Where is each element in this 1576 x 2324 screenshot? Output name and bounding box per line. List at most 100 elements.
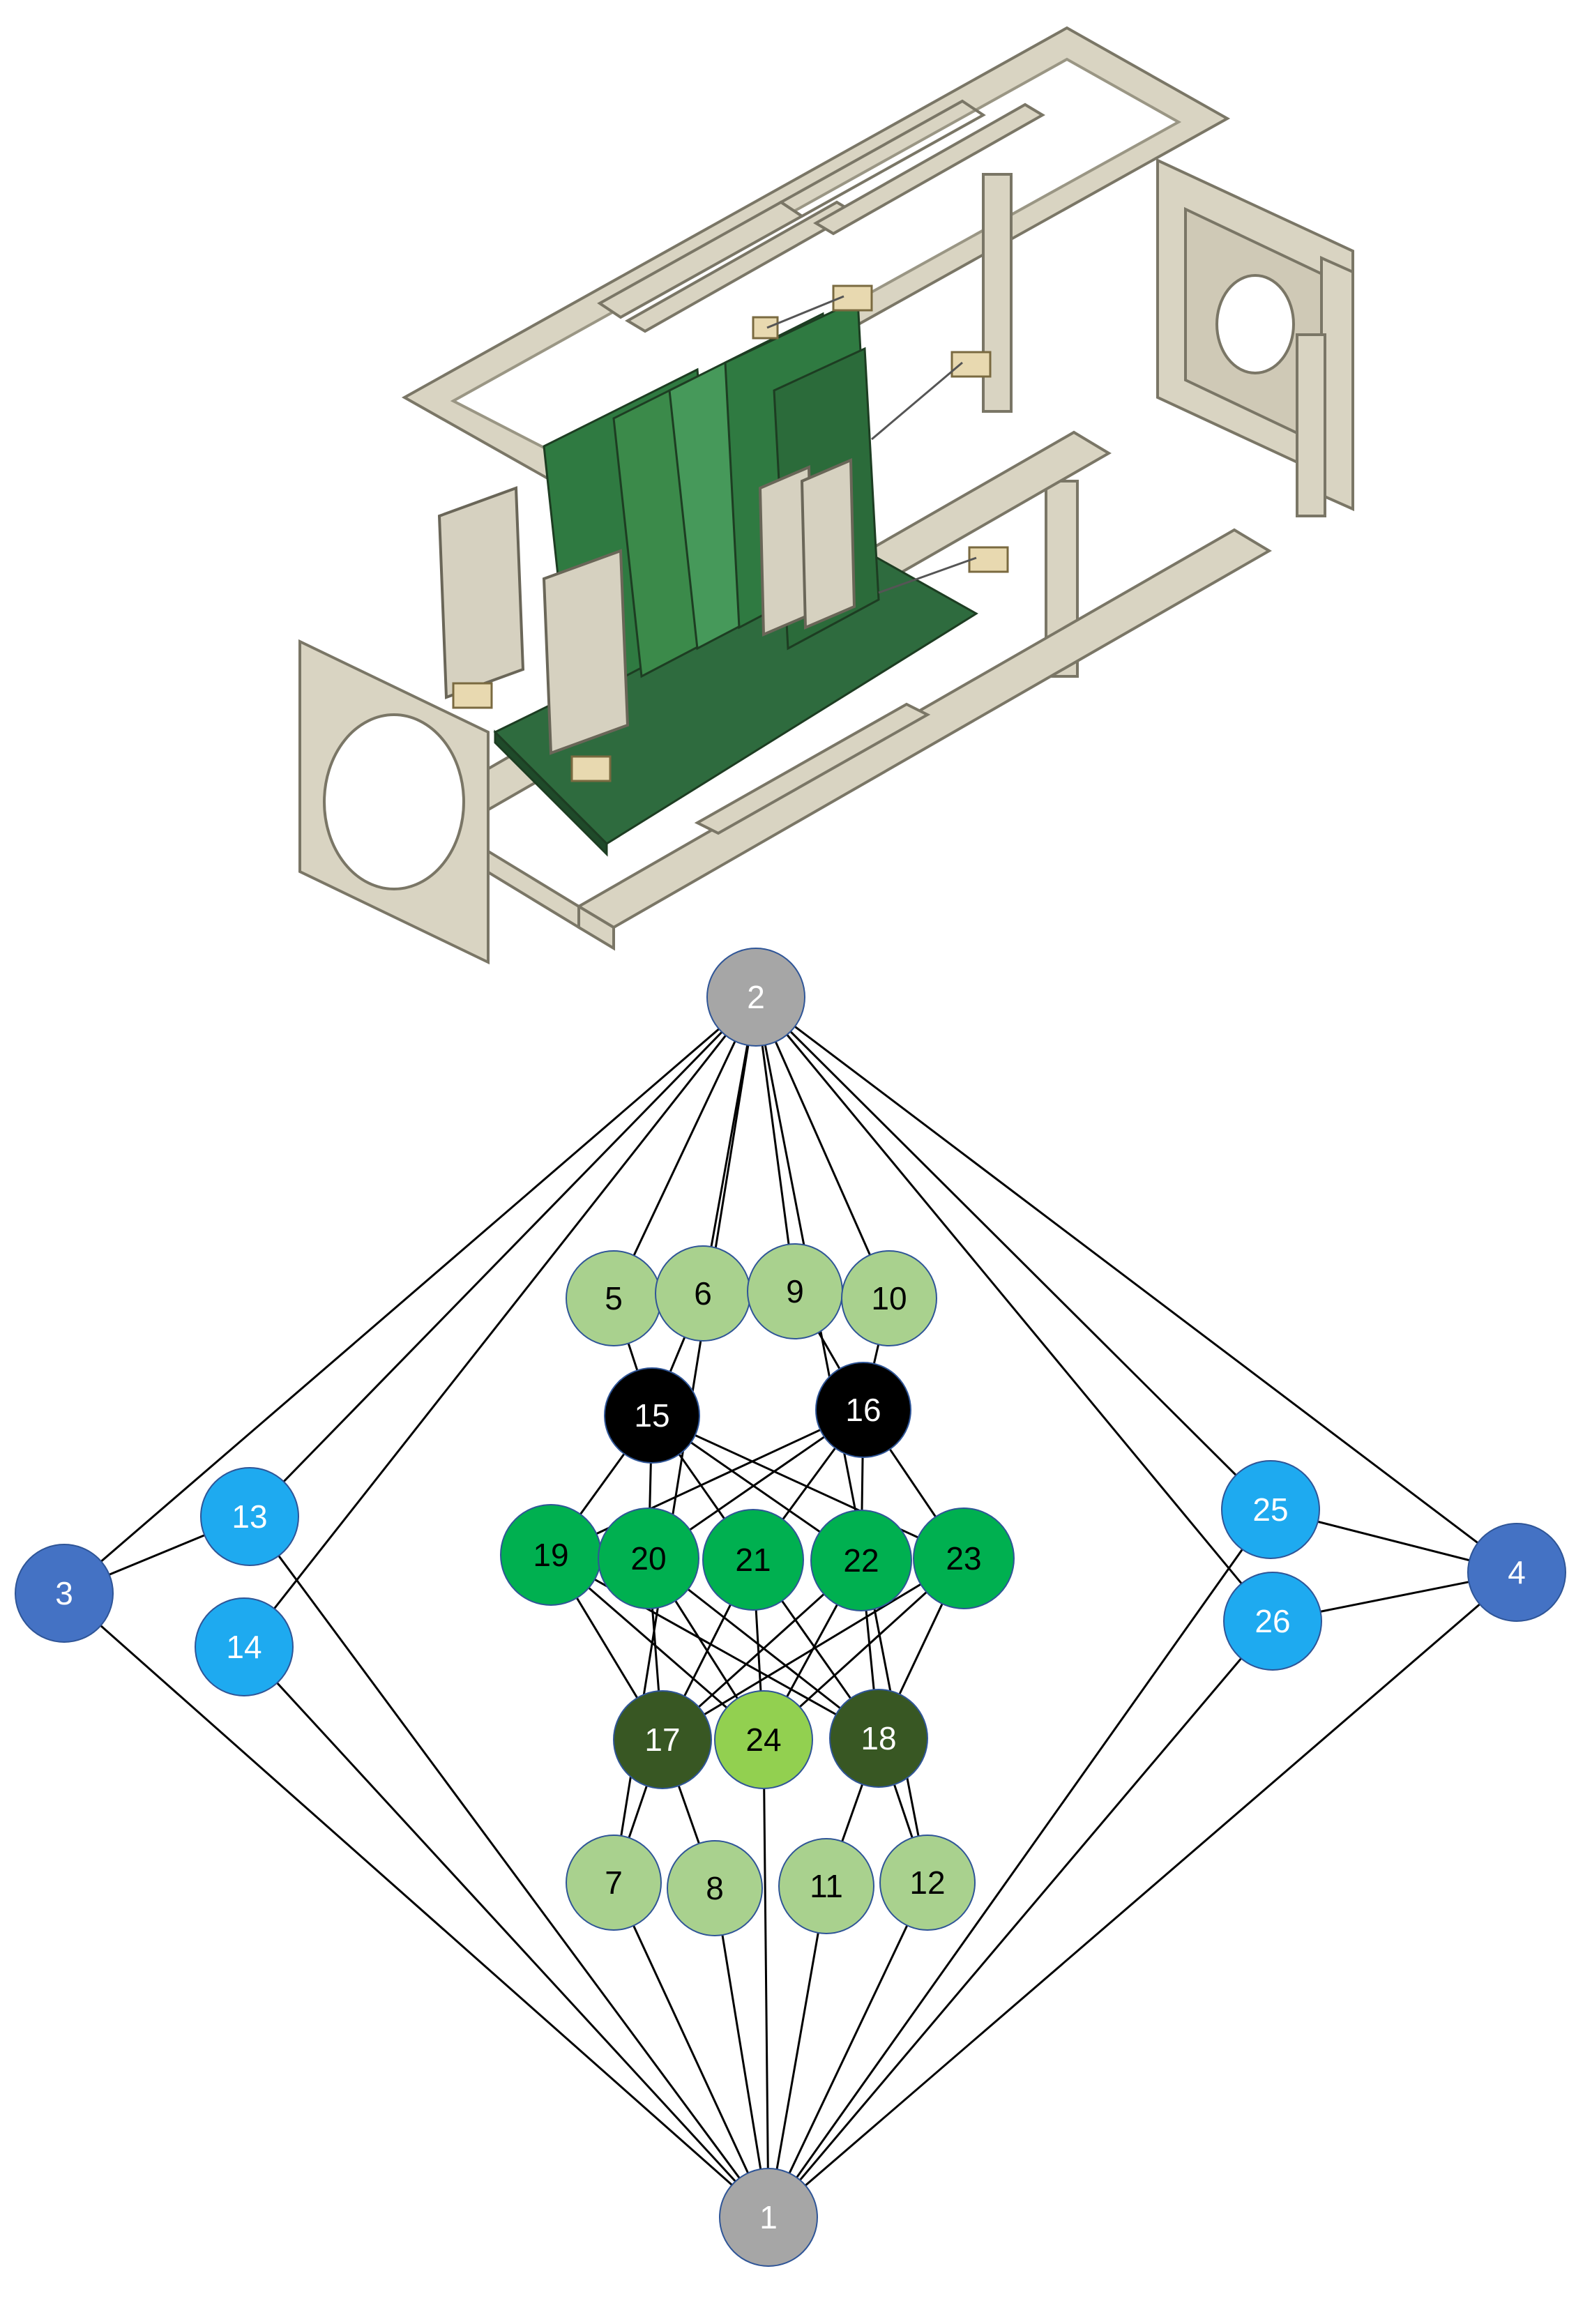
edge-2-4 — [755, 996, 1517, 1574]
edge-2-10 — [755, 996, 891, 1299]
node-25: 25 — [1221, 1460, 1320, 1559]
node-label: 21 — [735, 1542, 771, 1578]
node-circle — [566, 1835, 662, 1931]
node-circle — [604, 1367, 700, 1464]
node-4: 4 — [1467, 1523, 1566, 1622]
edge-2-26 — [755, 996, 1274, 1622]
node-label: 23 — [946, 1540, 981, 1577]
node-label: 12 — [909, 1864, 945, 1901]
node-label: 1 — [759, 2199, 778, 2235]
node-label: 7 — [605, 1864, 623, 1901]
electronic-modules-icon — [437, 457, 856, 755]
node-circle — [1467, 1523, 1566, 1622]
node-circle — [879, 1835, 976, 1931]
node-label: 15 — [634, 1397, 669, 1434]
node-label: 20 — [630, 1540, 666, 1577]
node-19: 19 — [500, 1504, 602, 1606]
edge-2-5 — [612, 996, 757, 1299]
node-7: 7 — [566, 1835, 662, 1931]
node-9: 9 — [747, 1243, 843, 1339]
node-circle — [1221, 1460, 1320, 1559]
node-label: 24 — [745, 1722, 781, 1758]
node-label: 16 — [845, 1392, 881, 1428]
edge-1-4 — [768, 1571, 1517, 2219]
node-13: 13 — [200, 1467, 299, 1566]
rods-icon — [766, 295, 977, 594]
cad-chassis-illustration — [298, 26, 1354, 965]
node-20: 20 — [598, 1507, 699, 1609]
node-label: 3 — [55, 1575, 73, 1611]
node-label: 13 — [232, 1498, 267, 1535]
node-label: 22 — [843, 1542, 879, 1579]
node-10: 10 — [841, 1250, 937, 1346]
edge-2-13 — [248, 996, 757, 1518]
edge-2-25 — [755, 996, 1272, 1511]
node-16: 16 — [815, 1362, 911, 1458]
edge-1-14 — [243, 1646, 770, 2219]
node-circle — [200, 1467, 299, 1566]
node-label: 2 — [747, 979, 765, 1015]
node-6: 6 — [655, 1245, 751, 1342]
node-11: 11 — [778, 1838, 874, 1934]
edge-1-25 — [767, 1509, 1272, 2218]
node-circle — [714, 1690, 813, 1789]
node-circle — [195, 1597, 294, 1696]
node-label: 9 — [786, 1273, 804, 1309]
node-label: 14 — [226, 1629, 262, 1665]
node-circle — [829, 1689, 928, 1788]
node-label: 25 — [1252, 1491, 1288, 1528]
node-8: 8 — [667, 1840, 763, 1936]
node-circle — [841, 1250, 937, 1346]
node-label: 5 — [605, 1280, 623, 1316]
node-3: 3 — [15, 1544, 114, 1643]
node-label: 18 — [861, 1720, 896, 1756]
node-2: 2 — [706, 948, 805, 1047]
node-circle — [719, 2168, 818, 2267]
node-circle — [778, 1838, 874, 1934]
node-circle — [667, 1840, 763, 1936]
node-18: 18 — [829, 1689, 928, 1788]
node-circle — [706, 948, 805, 1047]
top-frame-icon — [401, 26, 1231, 490]
node-circle — [1223, 1572, 1322, 1671]
left-end-plate-icon — [298, 639, 490, 965]
node-circle — [598, 1507, 699, 1609]
node-1: 1 — [719, 2168, 818, 2267]
edge-2-14 — [243, 996, 757, 1648]
node-label: 11 — [810, 1868, 843, 1904]
node-15: 15 — [604, 1367, 700, 1464]
node-17: 17 — [613, 1690, 712, 1789]
edge-1-7 — [612, 1882, 770, 2218]
edge-1-12 — [767, 1882, 929, 2218]
node-circle — [613, 1690, 712, 1789]
node-circle — [810, 1510, 912, 1611]
node-circle — [815, 1362, 911, 1458]
node-5: 5 — [566, 1250, 662, 1346]
edge-2-3 — [63, 996, 757, 1595]
node-label: 4 — [1508, 1554, 1526, 1590]
edge-1-8 — [713, 1888, 770, 2218]
node-label: 6 — [694, 1275, 712, 1312]
node-21: 21 — [702, 1509, 804, 1611]
edge-1-3 — [63, 1592, 769, 2219]
node-24: 24 — [714, 1690, 813, 1789]
edge-1-11 — [767, 1885, 828, 2218]
node-label: 19 — [533, 1537, 568, 1573]
edge-1-24 — [762, 1739, 770, 2218]
node-label: 8 — [706, 1870, 724, 1906]
node-22: 22 — [810, 1510, 912, 1611]
edge-1-13 — [248, 1516, 770, 2218]
node-circle — [702, 1509, 804, 1611]
node-circle — [15, 1544, 114, 1643]
edge-16-19 — [550, 1408, 864, 1556]
node-label: 10 — [871, 1280, 907, 1316]
node-label: 26 — [1255, 1603, 1290, 1639]
node-label: 17 — [644, 1722, 680, 1758]
node-12: 12 — [879, 1835, 976, 1931]
node-26: 26 — [1223, 1572, 1322, 1671]
node-23: 23 — [913, 1507, 1015, 1609]
node-14: 14 — [195, 1597, 294, 1696]
connector-icons — [452, 284, 1009, 782]
edge-1-26 — [767, 1620, 1274, 2218]
